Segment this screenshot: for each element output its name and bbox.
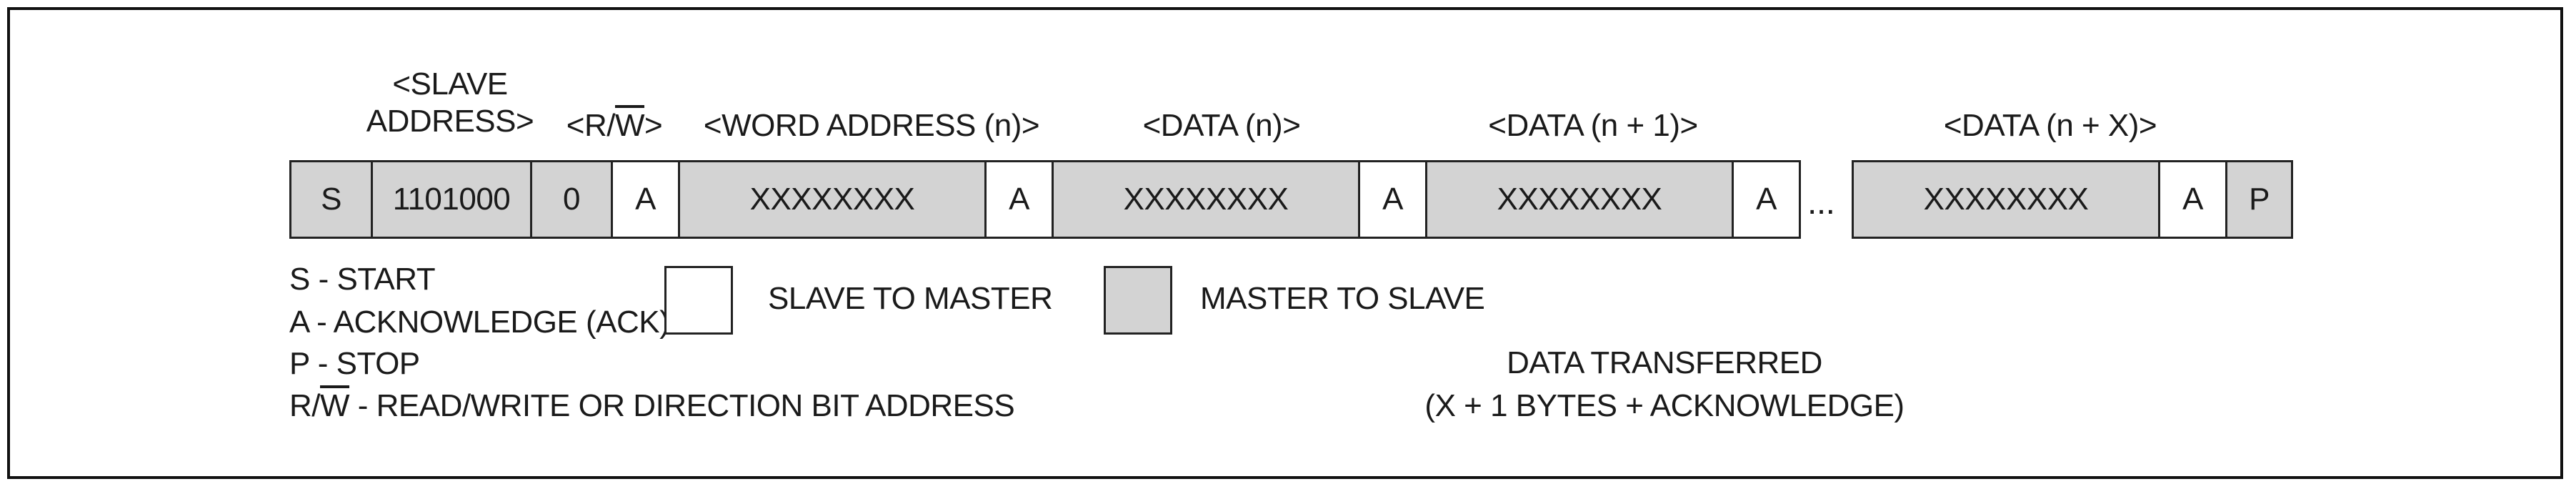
data-transferred-note: DATA TRANSFERRED (X + 1 BYTES + ACKNOWLE… — [1400, 345, 1929, 425]
header-slave-address-line1: <SLAVE — [392, 66, 508, 102]
header-rw: <R/W> — [557, 107, 672, 144]
legend-ack: A - ACKNOWLEDGE (ACK) — [289, 305, 670, 340]
header-rw-bar: W — [614, 108, 645, 143]
diagram-frame — [7, 7, 2563, 479]
header-slave-address-line2: ADDRESS> — [366, 104, 534, 139]
data-transferred-line2: (X + 1 BYTES + ACKNOWLEDGE) — [1424, 388, 1904, 423]
header-data-nx: <DATA (n + X)> — [1943, 108, 2157, 143]
legend-swatch-master-to-slave — [1104, 266, 1172, 335]
header-rw-suffix: > — [644, 108, 663, 143]
legend-swatch-slave-to-master — [664, 266, 733, 335]
cell-ack-4: A — [1732, 160, 1801, 239]
legend-slave-to-master: SLAVE TO MASTER — [768, 281, 1053, 316]
header-rw-prefix: <R/ — [566, 108, 616, 143]
cell-ack-1: A — [611, 160, 680, 239]
legend-rw-bar: W — [320, 388, 350, 423]
legend-rw-suffix: - READ/WRITE OR DIRECTION BIT ADDRESS — [349, 388, 1015, 423]
cell-ack-3: A — [1358, 160, 1427, 239]
header-word-address: <WORD ADDRESS (n)> — [703, 108, 1040, 143]
cell-data-1: XXXXXXXX — [1052, 160, 1360, 239]
cell-slave-address: 1101000 — [371, 160, 532, 239]
cell-word-address: XXXXXXXX — [678, 160, 987, 239]
frame-ellipsis: ... — [1807, 184, 1835, 222]
legend-stop: P - STOP — [289, 346, 420, 381]
legend-start: S - START — [289, 262, 436, 297]
legend-rw-prefix: R/ — [289, 388, 321, 423]
header-slave-address: <SLAVE ADDRESS> — [361, 66, 539, 140]
cell-data-2: XXXXXXXX — [1425, 160, 1734, 239]
header-data-n1: <DATA (n + 1)> — [1488, 108, 1698, 143]
cell-ack-2: A — [984, 160, 1054, 239]
cell-data-3: XXXXXXXX — [1852, 160, 2160, 239]
cell-start: S — [289, 160, 373, 239]
legend-rw: R/W - READ/WRITE OR DIRECTION BIT ADDRES… — [289, 387, 1015, 425]
header-data-n: <DATA (n)> — [1142, 108, 1301, 143]
legend-master-to-slave: MASTER TO SLAVE — [1200, 281, 1485, 316]
cell-rw-bit: 0 — [530, 160, 613, 239]
cell-stop: P — [2225, 160, 2293, 239]
cell-ack-5: A — [2158, 160, 2227, 239]
data-transferred-line1: DATA TRANSFERRED — [1507, 345, 1822, 380]
